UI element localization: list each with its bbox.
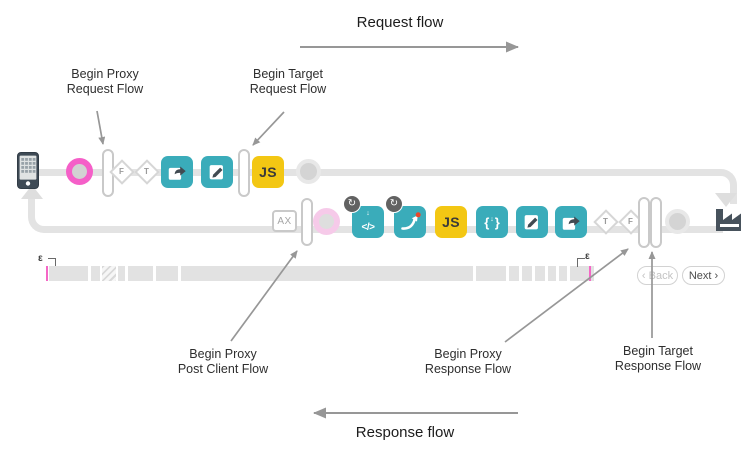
js-label: JS (442, 214, 460, 230)
policy-step-javascript-response[interactable]: JS (435, 206, 467, 238)
arrow-begin-target-request (252, 111, 285, 146)
timeline-segment[interactable] (509, 266, 519, 281)
route-arrow-icon (401, 212, 421, 230)
bracket-right (577, 258, 585, 267)
loop-badge-icon: ↻ (343, 195, 361, 213)
policy-step-route[interactable]: ↻ (385, 195, 426, 238)
brace-right: } (494, 214, 500, 230)
diamond-letter: T (144, 167, 149, 176)
epsilon-marker-right: ε (585, 251, 590, 262)
timeline-segment[interactable] (476, 266, 506, 281)
js-label: JS (259, 164, 277, 180)
callout-line: Begin Target (623, 344, 693, 358)
callout-line: Begin Target (253, 67, 323, 81)
timeline-segment[interactable] (548, 266, 556, 281)
request-end-marker[interactable] (296, 159, 321, 184)
back-button-label: ‹ Back (641, 269, 674, 282)
callout-line: Request Flow (66, 82, 144, 96)
share-step-icon (168, 166, 186, 180)
target-response-flow-capsule[interactable] (650, 197, 662, 248)
callout-line: Response Flow (614, 359, 702, 373)
loop-badge-icon: ↻ (385, 195, 403, 213)
share-step-icon (562, 216, 580, 230)
target-request-flow-capsule[interactable] (238, 149, 250, 197)
arrow-begin-proxy-response (504, 248, 629, 343)
request-flow-pipe (38, 169, 737, 204)
condition-true-diamond-response[interactable]: T (592, 208, 619, 235)
response-end-marker[interactable] (665, 209, 690, 234)
condition-false-diamond-response[interactable]: F (617, 208, 644, 235)
client-phone-icon (17, 152, 39, 189)
bracket-left (48, 258, 56, 267)
timeline-cursor-tick (589, 266, 591, 281)
policy-step-javascript[interactable]: JS (252, 156, 284, 188)
response-flow-label: Response flow (355, 424, 455, 441)
diamond-letter: F (628, 217, 633, 226)
callout-begin-target-request: Begin Target Request Flow (228, 67, 348, 97)
next-button-label: Next › (688, 269, 719, 282)
policy-step-extract-variables[interactable]: { ↓ } (476, 206, 508, 238)
timeline-segment-hatched[interactable] (102, 266, 116, 281)
timeline-scrubber[interactable] (45, 266, 594, 281)
response-start-marker[interactable] (313, 208, 340, 235)
policy-step-edit[interactable] (201, 156, 233, 188)
pencil-icon (209, 165, 223, 180)
callout-begin-target-response: Begin Target Response Flow (598, 344, 718, 374)
timeline-cursor-tick (46, 266, 48, 281)
extract-arrow: ↓ (366, 209, 370, 217)
policy-step-edit-response[interactable] (516, 206, 548, 238)
callout-begin-proxy-post-client: Begin Proxy Post Client Flow (143, 347, 303, 377)
timeline-segment[interactable] (535, 266, 545, 281)
target-factory-icon (716, 209, 741, 231)
back-button[interactable]: ‹ Back (637, 266, 678, 285)
next-button[interactable]: Next › (682, 266, 725, 285)
timeline-segment[interactable] (559, 266, 567, 281)
callout-line: Begin Proxy (71, 67, 139, 81)
timeline-segment[interactable] (128, 266, 153, 281)
code-glyph: </> (361, 221, 375, 233)
callout-line: Request Flow (249, 82, 327, 96)
condition-false-diamond[interactable]: F (108, 158, 135, 185)
proxy-response-flow-capsule[interactable] (638, 197, 650, 248)
timeline-segment[interactable] (91, 266, 100, 281)
post-client-flow-capsule[interactable] (301, 198, 313, 246)
arrow-begin-proxy-request (96, 110, 106, 145)
ax-label: AX (277, 215, 292, 227)
callout-line: Begin Proxy (434, 347, 502, 361)
request-start-marker[interactable] (66, 158, 93, 185)
policy-step-forward[interactable] (161, 156, 193, 188)
timeline-segment[interactable] (522, 266, 532, 281)
policy-step-code[interactable]: ↻ ↓ </> (343, 195, 384, 238)
callout-begin-proxy-request: Begin Proxy Request Flow (45, 67, 165, 97)
timeline-segment[interactable] (156, 266, 178, 281)
request-flow-label: Request flow (356, 14, 444, 31)
epsilon-marker-left: ε (38, 253, 43, 264)
timeline-segment[interactable] (118, 266, 125, 281)
arrow-begin-proxy-post-client (230, 250, 298, 342)
brace-left: { (484, 214, 490, 230)
analytics-step[interactable]: AX (272, 210, 297, 232)
pencil-icon (524, 215, 538, 230)
policy-step-forward-response[interactable] (555, 206, 587, 238)
timeline-segment[interactable] (181, 266, 473, 281)
condition-true-diamond[interactable]: T (133, 158, 160, 185)
diamond-letter: T (603, 217, 608, 226)
timeline-segment[interactable] (49, 266, 88, 281)
callout-line: Begin Proxy (189, 347, 257, 361)
callout-line: Response Flow (424, 362, 512, 376)
extract-arrow: ↓ (490, 215, 494, 223)
diamond-letter: F (119, 167, 124, 176)
callout-begin-proxy-response: Begin Proxy Response Flow (398, 347, 538, 377)
callout-line: Post Client Flow (177, 362, 269, 376)
